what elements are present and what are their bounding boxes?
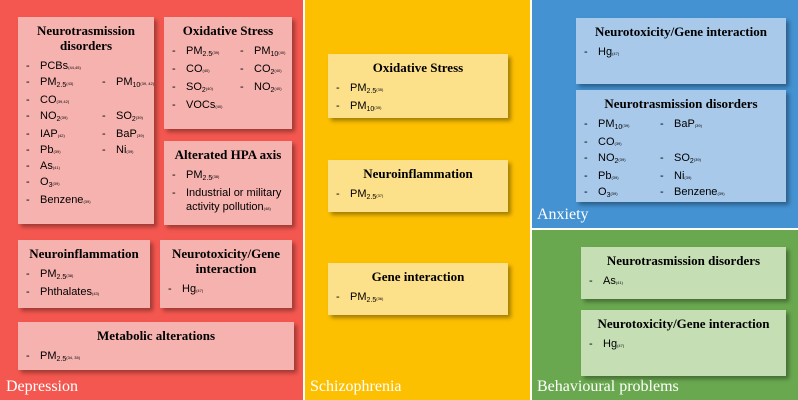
pollutant-pm25: PM2.5(37) — [336, 187, 500, 205]
pollutant-row: NO2(39) SO2(39) — [584, 151, 778, 169]
behavioural-neurotoxicity-box: Neurotoxicity/Gene interaction Hg(47) — [581, 310, 786, 376]
box-title: Neurotrasmission disorders — [604, 96, 758, 111]
pollutant-o3: O3(39) — [584, 185, 660, 203]
pollutant-row: PM2.5(39) PM10(40) — [172, 44, 285, 62]
pollutant-row: Pb(39) Ni(39) — [26, 143, 146, 159]
schizophrenia-oxidative-box: Oxidative Stress PM2.5(35) PM10(35) — [328, 54, 508, 118]
behavioural-label: Behavioural problems — [537, 378, 679, 395]
pollutant-pm10: PM10(35) — [336, 99, 500, 117]
depression-neurotransmission-box: Neurotrasmission disorders PCBs(44,45) P… — [18, 17, 154, 224]
box-title: Metabolic alterations — [96, 328, 216, 343]
box-title: Neurotoxicity/Gene interaction — [597, 316, 770, 331]
pollutant-o3: O3(39) — [26, 175, 146, 193]
pollutant-row: NO2(39) SO2(39) — [26, 109, 146, 127]
pollutant-no2: NO2(40) — [240, 80, 282, 98]
pollutant-co: CO(39,42) — [26, 93, 146, 109]
schizophrenia-panel: Schizophrenia Oxidative Stress PM2.5(35)… — [304, 0, 531, 400]
box-title: Oxidative Stress — [372, 60, 464, 75]
pollutant-so2: SO2(40) — [172, 80, 240, 98]
pollutant-row: O3(39) Benzene(39) — [584, 185, 778, 203]
behavioural-panel: Behavioural problems Neurotrasmission di… — [531, 228, 798, 400]
schizophrenia-label: Schizophrenia — [310, 378, 402, 395]
pollutant-pm10: PM10(39, 42) — [102, 75, 154, 93]
pollutant-no2: NO2(39) — [26, 109, 102, 127]
depression-metabolic-box: Metabolic alterations PM2.5(34, 35) — [18, 322, 294, 370]
pollutant-as: As(41) — [26, 159, 146, 175]
box-title: Neurotoxicity/Gene interaction — [595, 24, 767, 39]
anxiety-panel: Anxiety Neurotoxicity/Gene interaction H… — [531, 0, 798, 228]
pollutant-pm25: PM2.5(39) — [172, 44, 240, 62]
pollutant-pb: Pb(39) — [26, 143, 102, 159]
pollutant-pb: Pb(39) — [584, 169, 660, 185]
pollutant-no2: NO2(39) — [584, 151, 660, 169]
pollutant-phthalates: Phthalates(43) — [26, 285, 142, 301]
box-title: Neurotrasmission disorders — [606, 253, 761, 268]
schizophrenia-gene-box: Gene interaction PM2.5(36) — [328, 263, 508, 315]
pollutant-ni: Ni(39) — [660, 169, 692, 185]
pollutant-hg: Hg(47) — [589, 337, 778, 353]
depression-neurotoxicity-box: Neurotoxicity/Gene interaction Hg(47) — [160, 240, 292, 308]
schizophrenia-neuroinflammation-box: Neuroinflammation PM2.5(37) — [328, 160, 508, 212]
box-title: Oxidative Stress — [182, 23, 274, 38]
pollutant-pm10: PM10(40) — [240, 44, 285, 62]
pollutant-vocs: VOCs(40) — [172, 98, 284, 114]
pollutant-pcbs: PCBs(44,45) — [26, 59, 146, 75]
depression-oxidative-box: Oxidative Stress PM2.5(39) PM10(40) CO(4… — [164, 17, 292, 129]
depression-label: Depression — [6, 378, 78, 395]
pollutant-pm25: PM2.5(43) — [26, 75, 102, 93]
depression-neuroinflammation-box: Neuroinflammation PM2.5(38) Phthalates(4… — [18, 240, 150, 308]
anxiety-neurotoxicity-box: Neurotoxicity/Gene interaction Hg(47) — [576, 18, 786, 84]
pollutant-co: CO(39) — [584, 135, 778, 151]
box-title: Neurotoxicity/Gene interaction — [171, 246, 281, 276]
pollutant-row: Pb(39) Ni(39) — [584, 169, 778, 185]
pollutant-row: IAP(42) BaP(39) — [26, 127, 146, 143]
depression-hpa-box: Alterated HPA axis PM2.5(38) Industrial … — [164, 141, 292, 225]
pollutant-hg: Hg(47) — [584, 45, 778, 61]
pollutant-ni: Ni(39) — [102, 143, 134, 159]
pollutant-pm25: PM2.5(38) — [172, 168, 284, 186]
pollutant-pm25: PM2.5(34, 35) — [26, 349, 286, 367]
pollutant-row: SO2(40) NO2(40) — [172, 80, 284, 98]
box-title: Gene interaction — [371, 269, 465, 284]
box-title: Neuroinflammation — [363, 166, 473, 181]
behavioural-neurotransmission-box: Neurotrasmission disorders As(41) — [581, 247, 786, 299]
pollutant-co: CO(40) — [172, 62, 240, 80]
pollutant-pm25: PM2.5(38) — [26, 267, 142, 285]
pollutant-benzene: Benzene(39) — [26, 193, 146, 209]
pollutant-benzene: Benzene(39) — [660, 185, 725, 203]
depression-panel: Depression Neurotrasmission disorders PC… — [0, 0, 304, 400]
separator-line — [303, 0, 305, 400]
pollutant-as: As(41) — [589, 274, 778, 290]
pollutant-so2: SO2(39) — [102, 109, 143, 127]
box-title: Neurotrasmission disorders — [37, 23, 135, 53]
box-title: Neuroinflammation — [29, 246, 139, 261]
pollutant-co2: CO2(40) — [240, 62, 282, 80]
anxiety-label: Anxiety — [537, 206, 589, 223]
pollutant-pm25: PM2.5(36) — [336, 290, 500, 308]
pollutant-pm25: PM2.5(35) — [336, 81, 500, 99]
pollutant-so2: SO2(39) — [660, 151, 701, 169]
pollutant-pm10: PM10(39) — [584, 117, 660, 135]
pollutant-industrial: Industrial or military activity pollutio… — [172, 186, 284, 216]
pollutant-iap: IAP(42) — [26, 127, 102, 143]
box-title: Alterated HPA axis — [174, 147, 282, 162]
pollutant-bap: BaP(39) — [102, 127, 144, 143]
pollutant-row: PM10(39) BaP(39) — [584, 117, 778, 135]
pollutant-bap: BaP(39) — [660, 117, 702, 135]
anxiety-neurotransmission-box: Neurotrasmission disorders PM10(39) BaP(… — [576, 90, 786, 202]
pollutant-row: CO(40) CO2(40) — [172, 62, 284, 80]
separator-line — [530, 0, 532, 400]
pollutant-row: PM2.5(43) PM10(39, 42) — [26, 75, 154, 93]
pollutant-hg: Hg(47) — [168, 282, 284, 298]
